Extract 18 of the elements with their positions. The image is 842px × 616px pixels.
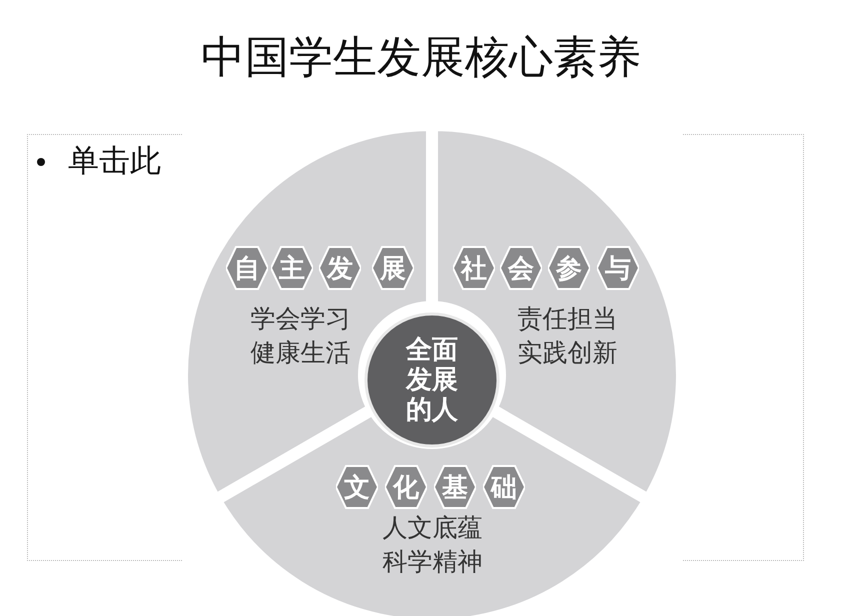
hexagon-tile: 基 bbox=[434, 465, 476, 509]
bullet-text: 单击此 bbox=[68, 142, 161, 181]
hexagon-tile: 社 bbox=[453, 246, 495, 290]
sector-text: 人文底蕴科学精神 bbox=[381, 512, 484, 578]
hexagon-tile: 化 bbox=[385, 465, 427, 509]
sector-text: 学会学习健康生活 bbox=[249, 303, 352, 369]
hexagon-tile: 础 bbox=[483, 465, 525, 509]
center-circle: 全面发展的人 bbox=[364, 312, 500, 448]
hexagon-tile: 文 bbox=[336, 465, 378, 509]
hexagon-tile: 展 bbox=[372, 246, 414, 290]
hexagon-tile: 主 bbox=[271, 246, 313, 290]
hexagon-tile: 自 bbox=[226, 246, 268, 290]
hexagon-tile: 会 bbox=[500, 246, 542, 290]
hexagon-tile: 与 bbox=[597, 246, 639, 290]
hexagon-tile: 发 bbox=[319, 246, 361, 290]
slide-title: 中国学生发展核心素养 bbox=[200, 31, 642, 85]
sector-text: 责任担当实践创新 bbox=[516, 303, 618, 369]
hexagon-tile: 参 bbox=[548, 246, 590, 290]
